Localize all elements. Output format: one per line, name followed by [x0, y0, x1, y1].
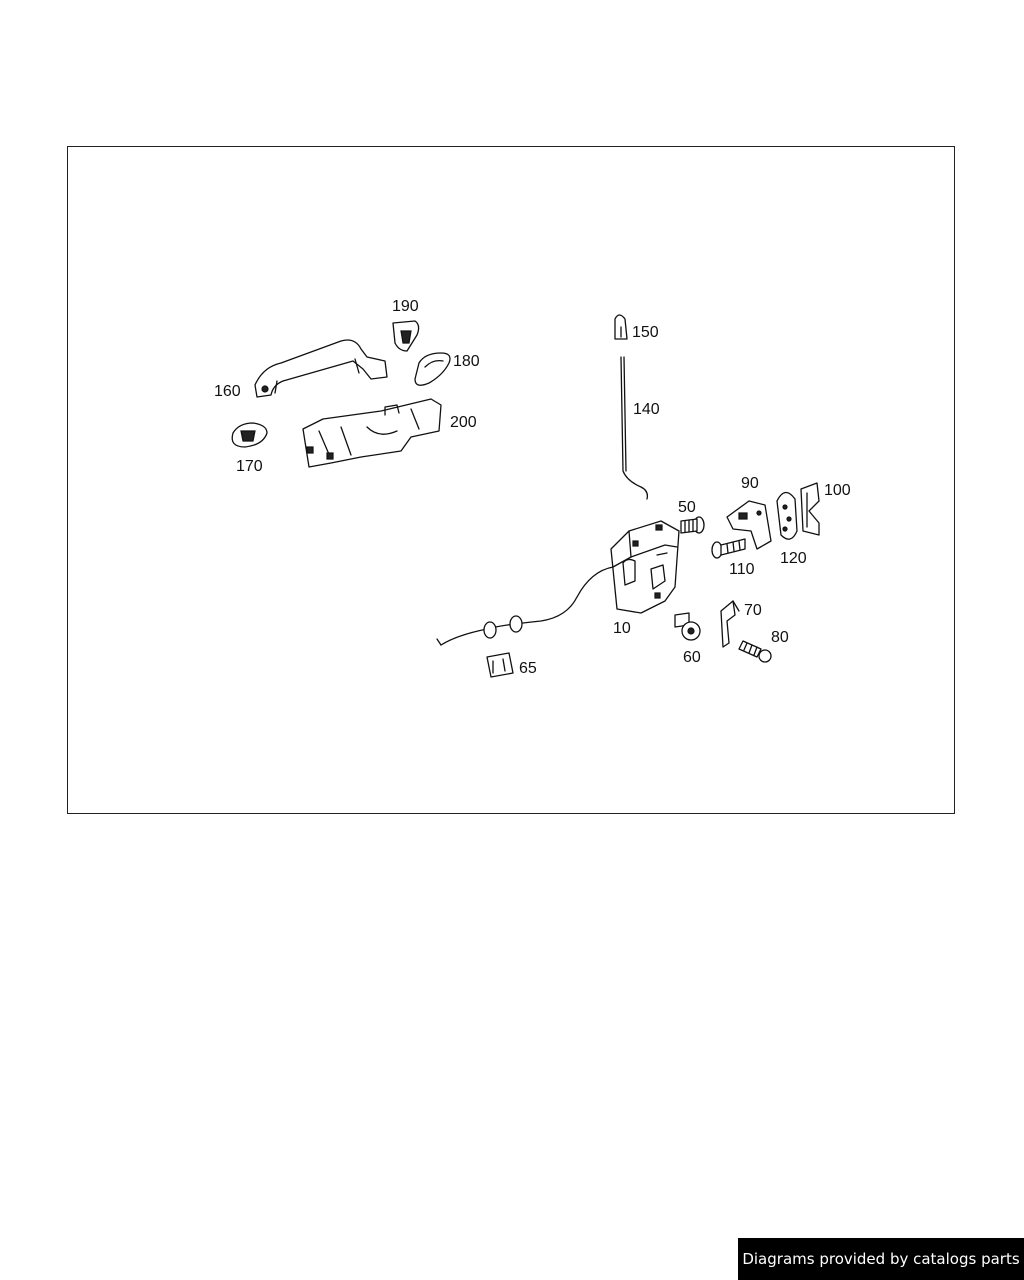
callout-170: 170	[236, 458, 263, 475]
part-190-handle-cap[interactable]	[392, 320, 420, 352]
callout-180: 180	[453, 353, 480, 370]
part-80-screw[interactable]	[738, 640, 772, 663]
callout-90: 90	[741, 475, 759, 492]
callout-100: 100	[824, 482, 851, 499]
callout-120: 120	[780, 550, 807, 567]
callout-80: 80	[771, 629, 789, 646]
footer-banner: Diagrams provided by catalogs parts	[738, 1238, 1024, 1280]
callout-140: 140	[633, 401, 660, 418]
parts-diagram-frame: 190 180 160 200 170 150 140 90 100 50 12…	[67, 146, 955, 814]
callout-60: 60	[683, 649, 701, 666]
callout-200: 200	[450, 414, 477, 431]
part-90-striker[interactable]	[726, 500, 772, 550]
parts-diagram: 190 180 160 200 170 150 140 90 100 50 12…	[214, 298, 851, 678]
callout-50: 50	[678, 499, 696, 516]
callout-160: 160	[214, 383, 241, 400]
callout-150: 150	[632, 324, 659, 341]
part-120-shim[interactable]	[776, 491, 798, 540]
part-50-screw[interactable]	[680, 516, 705, 534]
part-cable-bowden[interactable]	[436, 566, 614, 646]
part-10-door-lock[interactable]	[610, 520, 680, 614]
callout-190: 190	[392, 298, 419, 315]
part-60-bolt[interactable]	[674, 612, 701, 641]
part-100-plate[interactable]	[800, 482, 820, 536]
footer-text: Diagrams provided by catalogs parts	[742, 1250, 1020, 1268]
part-70-bracket[interactable]	[720, 600, 740, 648]
part-65-cable-clip[interactable]	[486, 652, 514, 678]
part-160-door-handle[interactable]	[254, 339, 388, 398]
callout-70: 70	[744, 602, 762, 619]
callout-10: 10	[613, 620, 631, 637]
part-140-lock-rod[interactable]	[620, 356, 649, 500]
part-170-gasket[interactable]	[231, 422, 268, 448]
part-150-lock-knob[interactable]	[614, 314, 628, 340]
part-110-screw[interactable]	[711, 538, 746, 559]
callout-110: 110	[729, 561, 755, 578]
callout-65: 65	[519, 660, 537, 677]
part-180-gasket[interactable]	[414, 352, 451, 386]
part-200-handle-carrier[interactable]	[302, 398, 442, 468]
